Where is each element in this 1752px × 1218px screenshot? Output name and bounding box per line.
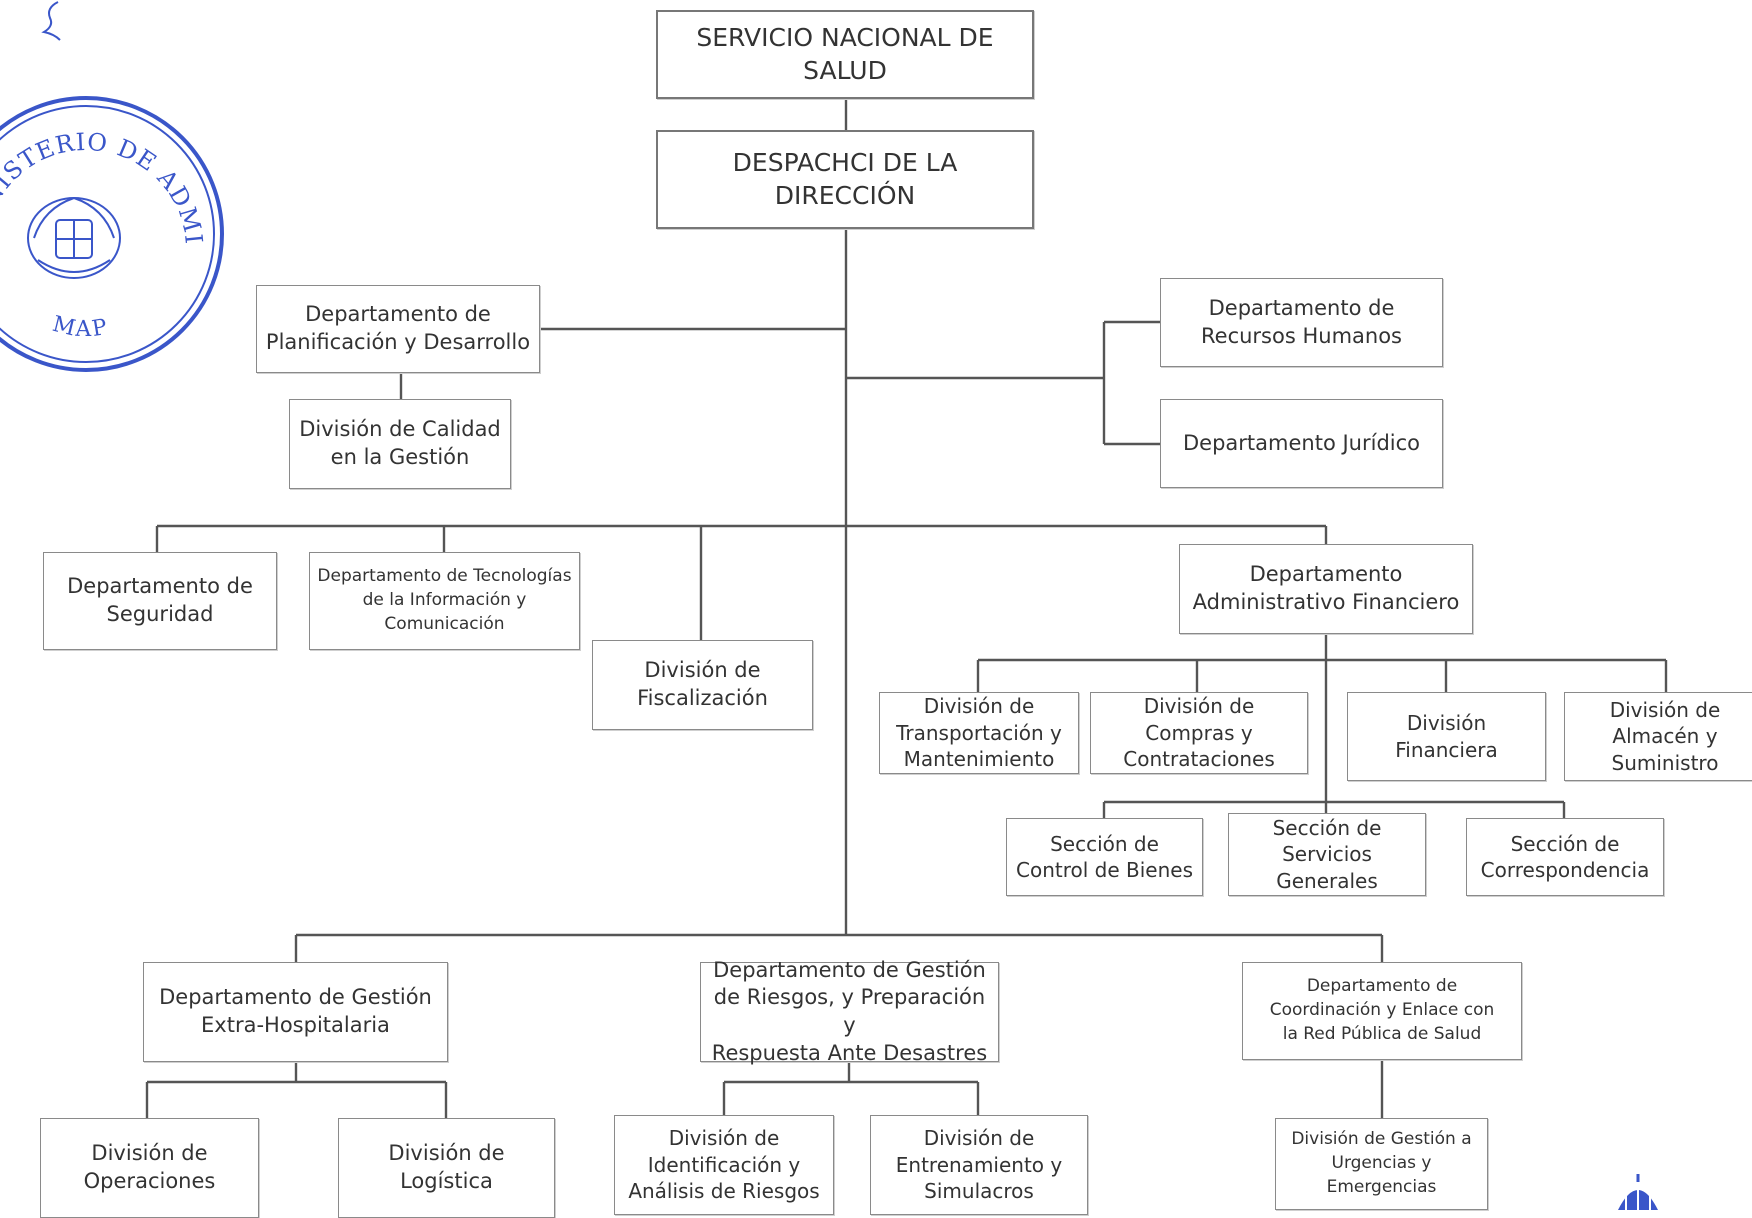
node-urgencias-emergencias: División de Gestión a Urgencias y Emerge… (1275, 1118, 1488, 1210)
ministry-seal-stamp: MINISTERIO DE ADMINISTRACIÓN PÚBLICA MAP (0, 88, 224, 372)
node-departamento-juridico: Departamento Jurídico (1160, 399, 1443, 488)
node-calidad-gestion: División de Calidad en la Gestión (289, 399, 511, 489)
node-administrativo-financiero: Departamento Administrativo Financiero (1179, 544, 1473, 634)
node-control-bienes: Sección de Control de Bienes (1006, 818, 1203, 896)
node-logistica: División de Logística (338, 1118, 555, 1218)
coat-of-arms-icon (27, 196, 121, 279)
node-entrenamiento-simulacros: División de Entrenamiento y Simulacros (870, 1115, 1088, 1215)
node-division-financiera: División Financiera (1347, 692, 1546, 781)
node-coordinacion-red-publica: Departamento de Coordinación y Enlace co… (1242, 962, 1522, 1060)
node-transportacion-mantenimiento: División de Transportación y Mantenimien… (879, 692, 1079, 774)
node-seguridad: Departamento de Seguridad (43, 552, 277, 650)
node-almacen-suministro: División de Almacén y Suministro (1564, 692, 1752, 781)
seal-bottom-text: MAP (50, 312, 109, 342)
handwritten-mark-icon (41, 1, 61, 41)
node-compras-contrataciones: División de Compras y Contrataciones (1090, 692, 1308, 774)
node-operaciones: División de Operaciones (40, 1118, 259, 1218)
node-servicios-generales: Sección de Servicios Generales (1228, 813, 1426, 896)
svg-text:MAP: MAP (50, 312, 111, 342)
node-recursos-humanos: Departamento de Recursos Humanos (1160, 278, 1443, 367)
node-tecnologias-informacion: Departamento de Tecnologías de la Inform… (309, 552, 580, 650)
node-gestion-riesgos-desastres: Departamento de Gestión de Riesgos, y Pr… (700, 958, 999, 1065)
node-servicio-nacional-salud: SERVICIO NACIONAL DE SALUD (656, 10, 1034, 99)
node-fiscalizacion: División de Fiscalización (592, 640, 813, 730)
node-gestion-extra-hospitalaria: Departamento de Gestión Extra-Hospitalar… (143, 962, 448, 1062)
node-identificacion-analisis-riesgos: División de Identificación y Análisis de… (614, 1115, 834, 1215)
node-correspondencia: Sección de Correspondencia (1466, 818, 1664, 896)
node-planificacion-desarrollo: Departamento de Planificación y Desarrol… (256, 285, 540, 373)
node-despacho-direccion: DESPACHCI DE LA DIRECCIÓN (656, 130, 1034, 229)
corner-logo-icon (1618, 1174, 1658, 1210)
